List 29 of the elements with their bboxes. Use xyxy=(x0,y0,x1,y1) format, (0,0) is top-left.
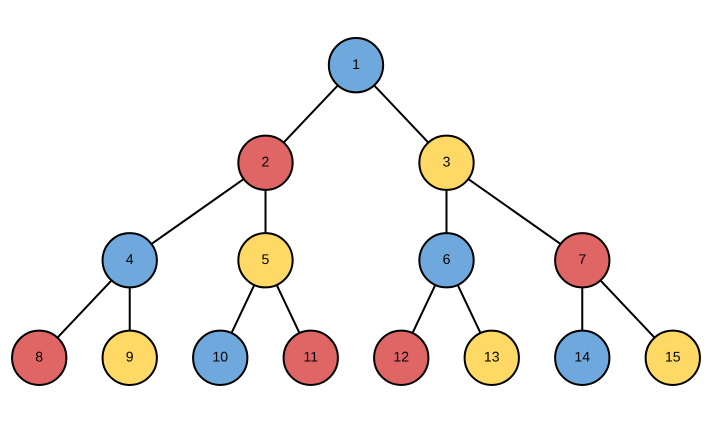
connector xyxy=(412,284,436,334)
node-circle: 3 xyxy=(418,134,475,191)
connector xyxy=(150,178,244,245)
node-circle: 15 xyxy=(644,330,701,386)
node-circle: 9 xyxy=(102,330,158,386)
connector xyxy=(128,288,131,331)
connector xyxy=(581,288,584,331)
node-circle: 5 xyxy=(237,232,294,288)
connector xyxy=(468,178,562,245)
connector xyxy=(230,284,255,334)
node-circle: 11 xyxy=(282,330,339,386)
connector xyxy=(56,280,112,338)
connector xyxy=(283,84,338,144)
connector xyxy=(457,284,482,334)
node-circle: 10 xyxy=(192,330,248,386)
connector xyxy=(374,84,429,144)
connector xyxy=(600,280,656,338)
connector xyxy=(446,190,448,233)
node-circle: 4 xyxy=(102,232,158,288)
node-circle: 7 xyxy=(554,232,610,288)
node-circle: 13 xyxy=(464,330,520,386)
node-circle: 12 xyxy=(373,330,430,386)
node-circle: 8 xyxy=(11,330,68,386)
node-circle: 1 xyxy=(328,37,384,94)
connector xyxy=(264,190,266,233)
node-circle: 14 xyxy=(554,330,610,386)
node-circle: 2 xyxy=(237,134,294,191)
connector xyxy=(276,284,300,334)
node-circle: 6 xyxy=(418,232,475,288)
